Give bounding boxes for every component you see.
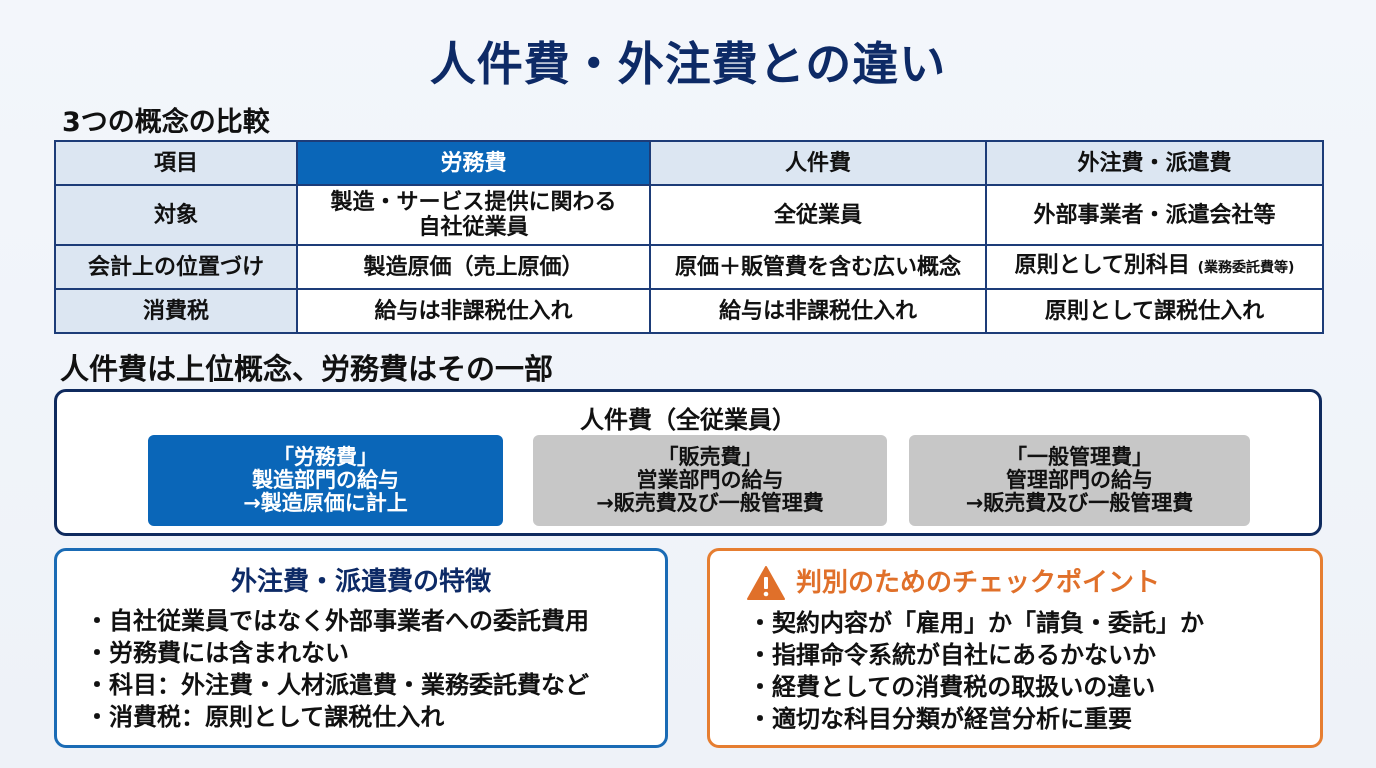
hierarchy-heading: 人件費は上位概念、労務費はその一部 <box>60 352 554 386</box>
card-title: 判別のためのチェックポイント <box>796 568 1161 598</box>
table-cell: 原則として別科目 (業務委託費等) <box>985 244 1324 290</box>
box-result: →販売費及び一般管理費 <box>965 491 1194 515</box>
box-result: →製造原価に計上 <box>243 491 408 515</box>
warning-icon <box>746 565 786 601</box>
list-item: ・指揮命令系統が自社にあるかないか <box>748 641 1156 669</box>
admin-cost-box: 「一般管理費」 管理部門の給与 →販売費及び一般管理費 <box>909 435 1250 526</box>
row-header: 会計上の位置づけ <box>54 244 298 290</box>
card-title: 外注費・派遣費の特徴 <box>230 567 491 597</box>
list-item: ・経費としての消費税の取扱いの違い <box>748 673 1156 701</box>
cell-line: 自社従業員 <box>418 215 529 240</box>
table-cell: 給与は非課税仕入れ <box>649 288 987 334</box>
cell-line: 製造・サービス提供に関わる <box>330 190 617 215</box>
table-row: 消費税 給与は非課税仕入れ 給与は非課税仕入れ 原則として課税仕入れ <box>54 288 1324 334</box>
page-title: 人件費・外注費との違い <box>429 37 947 91</box>
column-header-outsourcing-cost: 外注費・派遣費 <box>985 140 1324 186</box>
selling-cost-box: 「販売費」 営業部門の給与 →販売費及び一般管理費 <box>533 435 887 526</box>
table-row: 会計上の位置づけ 製造原価（売上原価） 原価＋販管費を含む広い概念 原則として別… <box>54 244 1324 290</box>
comparison-heading: 3つの概念の比較 <box>62 107 270 138</box>
column-header-personnel-cost: 人件費 <box>649 140 987 186</box>
table-header-row: 項目 労務費 人件費 外注費・派遣費 <box>54 140 1324 186</box>
row-header: 消費税 <box>54 288 298 334</box>
list-item: ・消費税：原則として課税仕入れ <box>85 703 445 731</box>
list-item: ・契約内容が「雇用」か「請負・委託」か <box>748 609 1204 637</box>
column-header-labor-cost: 労務費 <box>296 140 651 186</box>
list-item: ・科目：外注費・人材派遣費・業務委託費など <box>85 671 589 699</box>
table-cell: 製造・サービス提供に関わる 自社従業員 <box>296 184 651 246</box>
checkpoint-list: ・契約内容が「雇用」か「請負・委託」か ・指揮命令系統が自社にあるかないか ・経… <box>710 607 1320 735</box>
table-cell: 製造原価（売上原価） <box>296 244 651 290</box>
box-result: →販売費及び一般管理費 <box>596 491 824 515</box>
box-desc: 製造部門の給与 <box>252 468 399 492</box>
box-desc: 管理部門の給与 <box>1006 468 1153 492</box>
box-name: 「労務費」 <box>273 445 378 469</box>
table-cell: 外部事業者・派遣会社等 <box>985 184 1324 246</box>
hierarchy-container-label: 人件費（全従業員） <box>580 406 796 434</box>
table-row: 対象 製造・サービス提供に関わる 自社従業員 全従業員 外部事業者・派遣会社等 <box>54 184 1324 246</box>
list-item: ・自社従業員ではなく外部事業者への委託費用 <box>85 607 589 635</box>
row-header: 対象 <box>54 184 298 246</box>
box-name: 「一般管理費」 <box>1006 445 1153 469</box>
checkpoint-card: 判別のためのチェックポイント ・契約内容が「雇用」か「請負・委託」か ・指揮命令… <box>707 548 1323 748</box>
table-cell: 原則として課税仕入れ <box>985 288 1324 334</box>
table-cell: 原価＋販管費を含む広い概念 <box>649 244 987 290</box>
card-title-row: 判別のためのチェックポイント <box>710 565 1320 601</box>
box-desc: 営業部門の給与 <box>636 468 784 492</box>
comparison-table: 項目 労務費 人件費 外注費・派遣費 対象 製造・サービス提供に関わる 自社従業… <box>54 140 1324 334</box>
table-cell: 給与は非課税仕入れ <box>296 288 651 334</box>
hierarchy-container: 人件費（全従業員） 「労務費」 製造部門の給与 →製造原価に計上 「販売費」 営… <box>54 389 1322 536</box>
labor-cost-box: 「労務費」 製造部門の給与 →製造原価に計上 <box>148 435 503 526</box>
cell-text: 原則として別科目 <box>1014 253 1190 278</box>
cell-note: (業務委託費等) <box>1197 260 1295 276</box>
column-header-item: 項目 <box>54 140 298 186</box>
outsourcing-features-card: 外注費・派遣費の特徴 ・自社従業員ではなく外部事業者への委託費用 ・労務費には含… <box>54 548 668 748</box>
feature-list: ・自社従業員ではなく外部事業者への委託費用 ・労務費には含まれない ・科目：外注… <box>57 605 665 733</box>
list-item: ・適切な科目分類が経営分析に重要 <box>748 705 1132 733</box>
box-name: 「販売費」 <box>657 445 763 469</box>
table-cell: 全従業員 <box>649 184 987 246</box>
list-item: ・労務費には含まれない <box>85 639 349 667</box>
